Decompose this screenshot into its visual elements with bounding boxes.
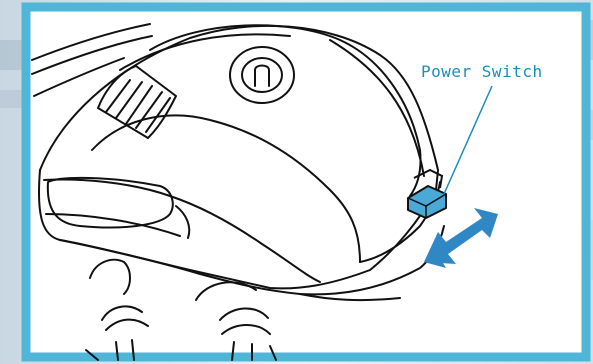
power-switch-label: Power Switch — [421, 62, 543, 81]
